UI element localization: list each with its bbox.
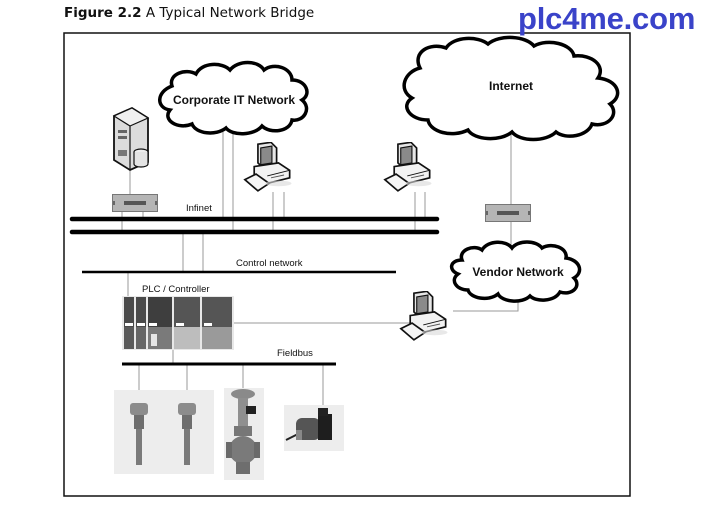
figure-number: Figure 2.2: [64, 5, 142, 21]
link-lines: [121, 128, 519, 408]
fieldbus-label: Fieldbus: [277, 348, 313, 359]
workstation-icon-2: [384, 142, 433, 192]
motor-icon: [285, 408, 332, 441]
network-bridge-icon-left: [112, 194, 158, 212]
figure-title: A Typical Network Bridge: [145, 5, 315, 21]
transmitter-photo-bg: [114, 390, 214, 474]
figure-caption: Figure 2.2 A Typical Network Bridge: [64, 5, 314, 21]
figure-border: [63, 32, 631, 497]
workstation-icon-vendor: [400, 291, 449, 341]
control-network-label: Control network: [236, 258, 303, 269]
watermark-text: plc4me.com: [518, 1, 696, 36]
network-bridge-icon-right: [485, 204, 531, 222]
internet-cloud: Internet: [402, 35, 620, 142]
transmitter-icon-1: [130, 403, 148, 465]
plc-rack-icon: [122, 296, 234, 350]
internet-label: Internet: [489, 79, 533, 93]
infinet-label: Infinet: [186, 203, 212, 214]
server-icon: [112, 106, 150, 172]
transmitter-icon-2: [178, 403, 196, 465]
vendor-network-label: Vendor Network: [472, 265, 564, 279]
control-valve-icon: [226, 389, 260, 474]
plc-label: PLC / Controller: [142, 284, 210, 295]
corporate-it-label: Corporate IT Network: [173, 93, 295, 107]
corporate-it-cloud: Corporate IT Network: [158, 60, 309, 136]
vendor-network-cloud: Vendor Network: [449, 240, 582, 303]
workstation-icon-1: [244, 142, 293, 192]
